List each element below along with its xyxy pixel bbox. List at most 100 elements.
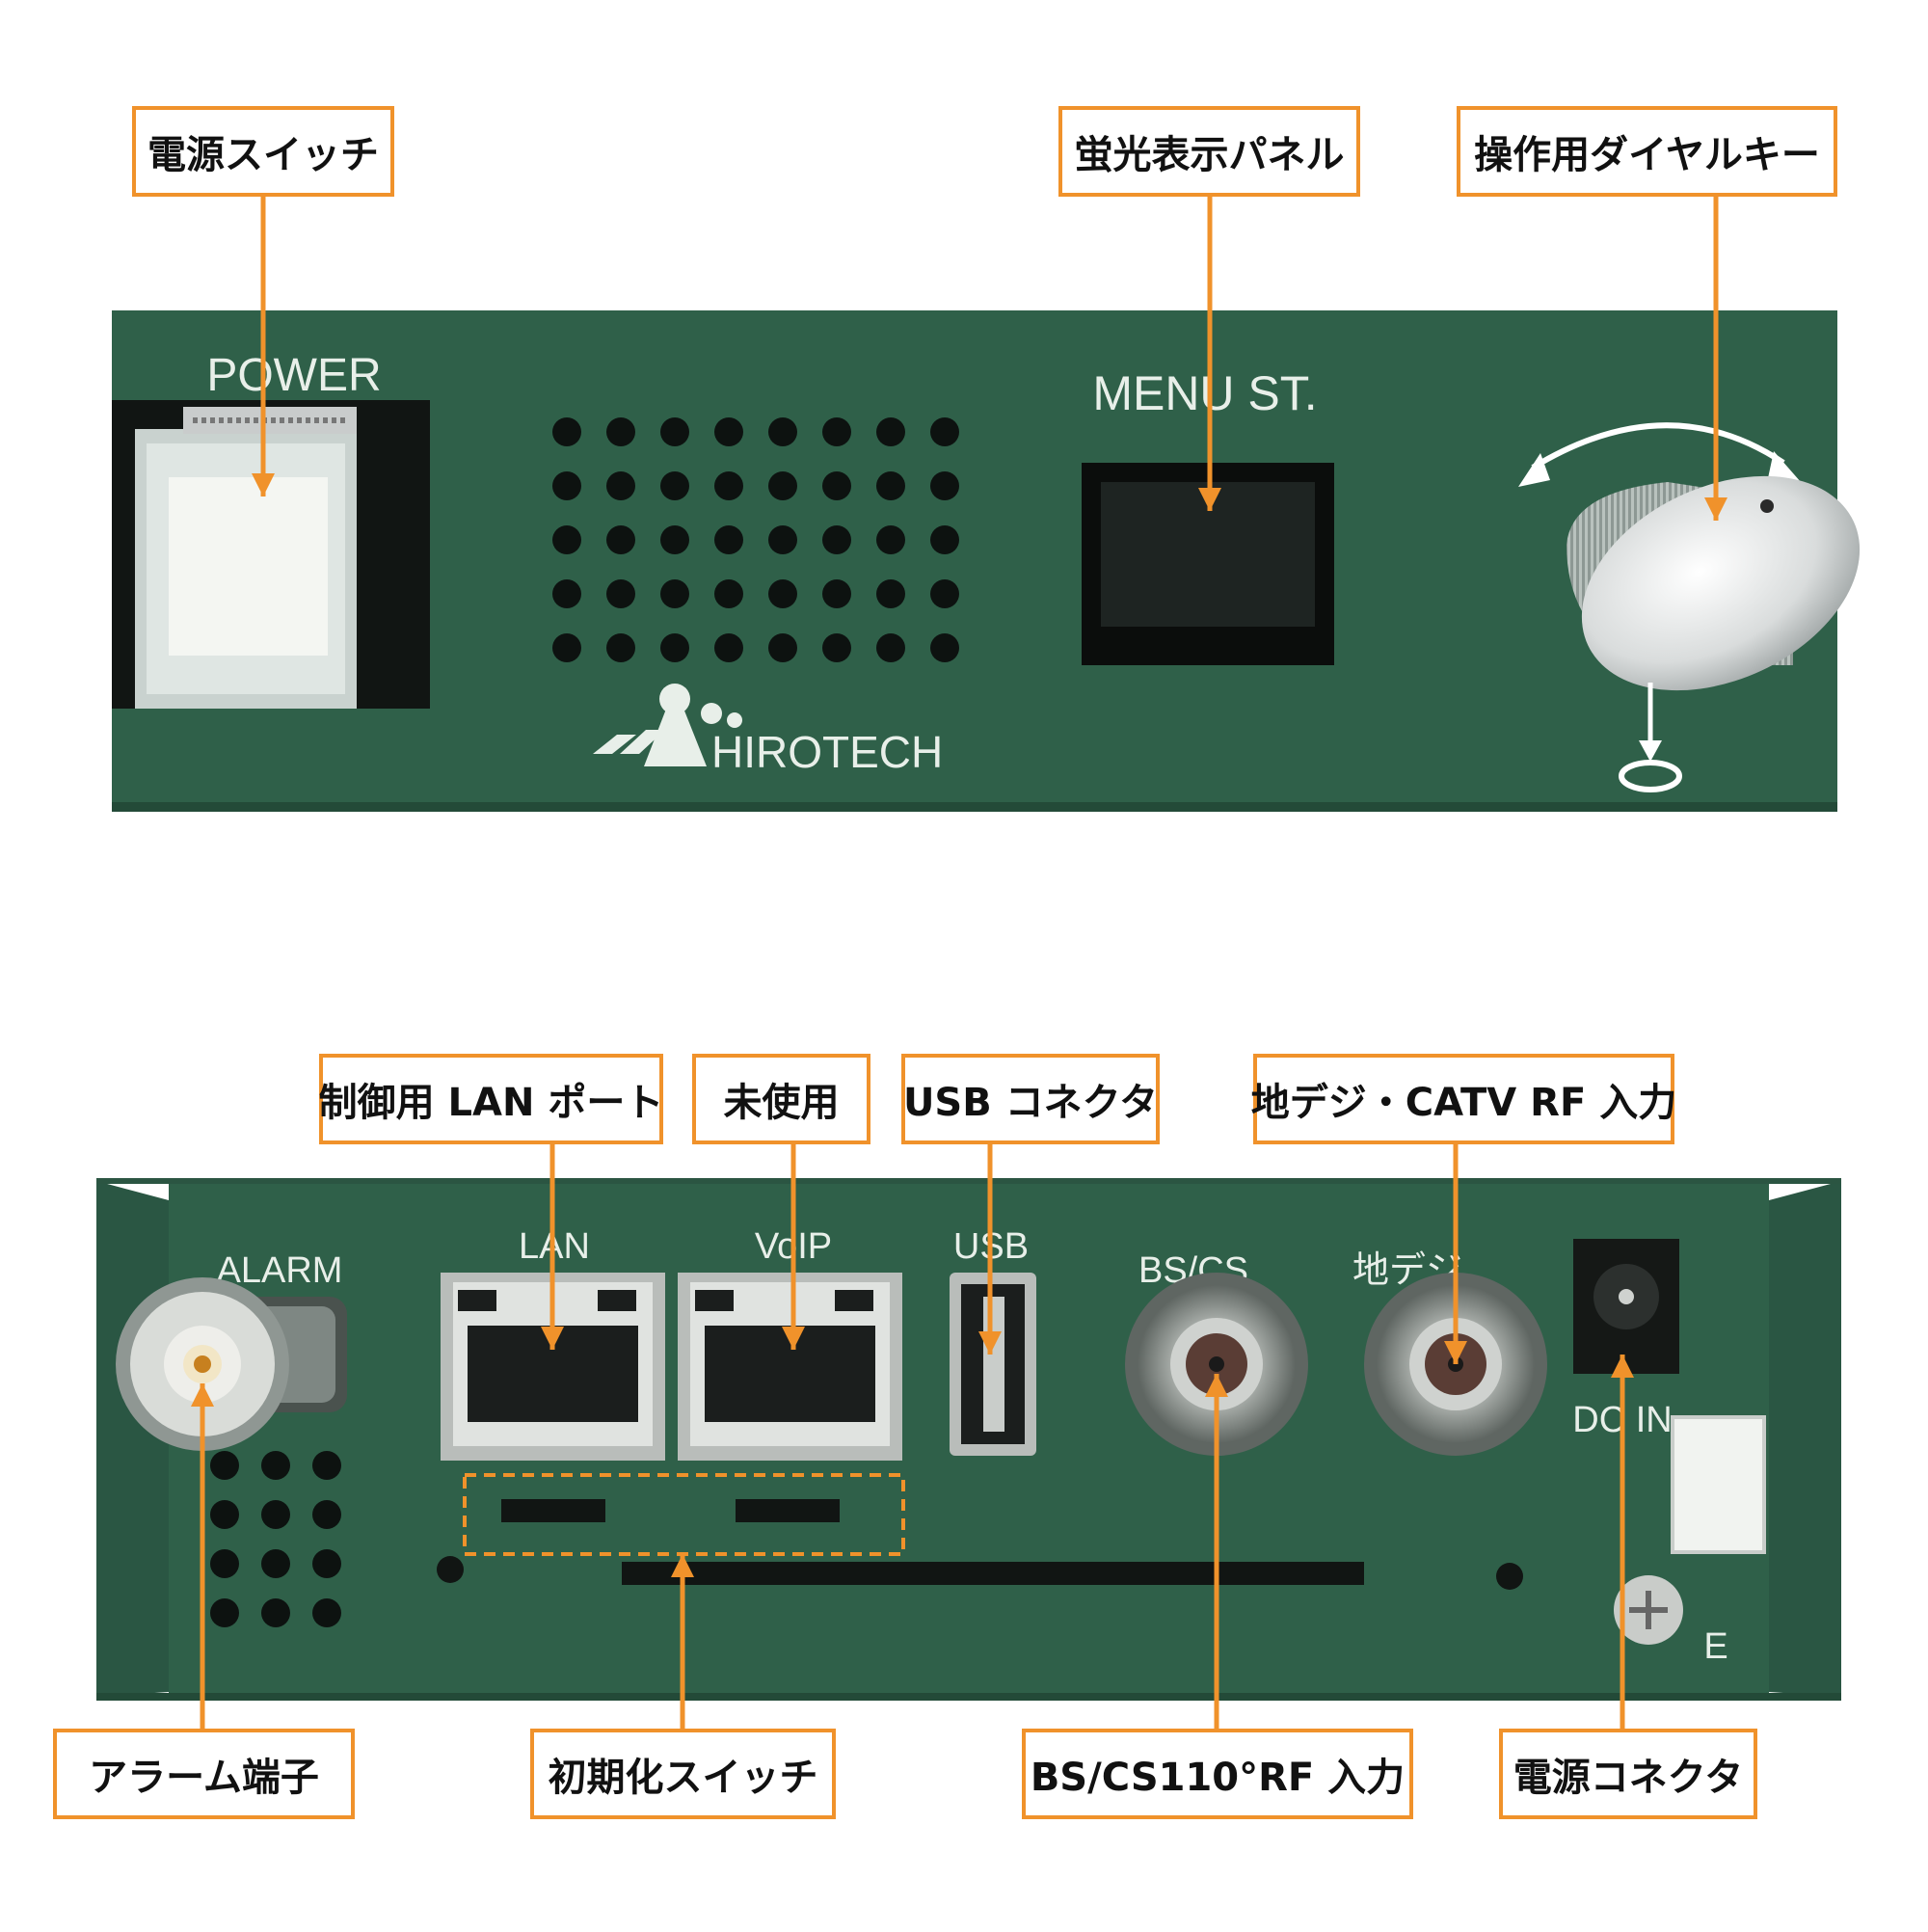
rotation-arrow-icon (1518, 422, 1801, 487)
grille-hole (552, 417, 581, 446)
callout-dial-key: 操作用ダイヤルキー (1457, 106, 1837, 197)
rear-mount-hole-right (1496, 1563, 1523, 1590)
leader-dial-key-arrowhead (1704, 497, 1727, 521)
alarm-label: ALARM (217, 1250, 343, 1291)
leader-alarm-terminal-arrowhead (191, 1383, 214, 1407)
callout-power-connector: 電源コネクタ (1499, 1729, 1757, 1819)
leader-alarm-terminal (191, 1383, 214, 1729)
leader-power-switch-arrowhead (252, 473, 275, 496)
power-switch-hinge-spring (183, 407, 357, 434)
leader-power-connector (1611, 1355, 1634, 1729)
usb-port[interactable] (950, 1273, 1036, 1456)
grille-hole (876, 633, 905, 662)
leader-vfd-panel (1198, 197, 1221, 511)
grille-hole (660, 633, 689, 662)
grille-hole (930, 633, 959, 662)
grille-hole (822, 633, 851, 662)
grille-hole (606, 417, 635, 446)
leader-vfd-panel-arrowhead (1198, 488, 1221, 511)
leader-unused-arrowhead (782, 1327, 805, 1350)
callout-vfd-panel: 蛍光表示パネル (1058, 106, 1360, 197)
grille-hole (312, 1598, 341, 1627)
grille-hole (768, 417, 797, 446)
grille-hole (876, 471, 905, 500)
menu-st-label: MENU ST. (1092, 366, 1317, 420)
grille-hole (876, 525, 905, 554)
rear-mount-hole-left (437, 1556, 464, 1583)
power-label: POWER (206, 350, 381, 401)
grille-hole (312, 1451, 341, 1480)
grille-hole (768, 579, 797, 608)
grille-hole (822, 525, 851, 554)
grille-hole (768, 633, 797, 662)
leader-control-lan (541, 1144, 564, 1350)
leader-terrestrial-rf (1444, 1144, 1467, 1364)
leader-power-connector-arrowhead (1611, 1355, 1634, 1378)
grille-hole (261, 1451, 290, 1480)
grille-hole (552, 471, 581, 500)
grille-hole (714, 417, 743, 446)
earth-screw[interactable] (1614, 1575, 1683, 1645)
front-panel-shadow (112, 802, 1837, 812)
power-switch-lamp (169, 477, 328, 656)
grille-hole (714, 471, 743, 500)
alarm-bnc-connector[interactable] (116, 1277, 347, 1451)
leader-control-lan-arrowhead (541, 1327, 564, 1350)
push-indicator-icon (1619, 683, 1682, 792)
lan-port[interactable] (441, 1273, 665, 1461)
brand-name: HIROTECH (711, 727, 943, 777)
grille-hole (606, 525, 635, 554)
voip-port[interactable] (678, 1273, 902, 1461)
init-switch-left[interactable] (501, 1499, 605, 1522)
callout-terrestrial-rf: 地デジ・CATV RF 入力 (1251, 1054, 1676, 1144)
grille-hole (261, 1500, 290, 1529)
rear-side-flange-left (96, 1181, 169, 1697)
rear-vent-grille (210, 1451, 341, 1627)
grille-hole (210, 1598, 239, 1627)
callout-bs-cs-rf: BS/CS110°RF 入力 (1022, 1729, 1413, 1819)
dial-knob[interactable] (1547, 434, 1894, 733)
grille-hole (930, 471, 959, 500)
power-switch[interactable] (112, 400, 430, 709)
leader-bs-cs-rf (1205, 1374, 1228, 1729)
leader-usb-connector (978, 1144, 1002, 1355)
leader-lines (191, 197, 1727, 1729)
leader-unused (782, 1144, 805, 1350)
bs-cs-f-connector[interactable] (1125, 1273, 1308, 1456)
grille-hole (552, 525, 581, 554)
grille-hole (552, 579, 581, 608)
grille-hole (930, 417, 959, 446)
callout-usb-connector: USB コネクタ (901, 1054, 1160, 1144)
grille-hole (714, 579, 743, 608)
grille-hole (768, 525, 797, 554)
auxiliary-white-connector (1671, 1415, 1766, 1554)
dial-indicator-dot (1760, 499, 1774, 513)
callout-power-switch: 電源スイッチ (132, 106, 394, 197)
grille-hole (660, 471, 689, 500)
grille-hole (660, 525, 689, 554)
earth-label: E (1703, 1626, 1727, 1667)
grille-hole (822, 579, 851, 608)
grille-hole (768, 471, 797, 500)
grille-hole (822, 471, 851, 500)
grille-hole (930, 525, 959, 554)
front-panel: POWER MENU ST. HIROTECH (112, 310, 1894, 812)
callout-control-lan: 制御用 LAN ポート (319, 1054, 663, 1144)
dc-in-jack[interactable] (1573, 1239, 1679, 1374)
grille-hole (876, 417, 905, 446)
grille-hole (210, 1500, 239, 1529)
rear-panel: ALARM LAN VoIP USB BS/CS 地デジ DC IN E (96, 1178, 1841, 1701)
grille-hole (660, 579, 689, 608)
callout-unused: 未使用 (692, 1054, 870, 1144)
grille-hole (312, 1549, 341, 1578)
leader-power-switch (252, 197, 275, 496)
grille-hole (552, 633, 581, 662)
rear-slot (622, 1562, 1364, 1585)
grille-hole (312, 1500, 341, 1529)
leader-init-switch-arrowhead (671, 1554, 694, 1577)
init-switch-right[interactable] (736, 1499, 840, 1522)
callout-init-switch: 初期化スイッチ (530, 1729, 836, 1819)
grille-hole (261, 1549, 290, 1578)
rear-side-flange-right (1769, 1181, 1841, 1697)
